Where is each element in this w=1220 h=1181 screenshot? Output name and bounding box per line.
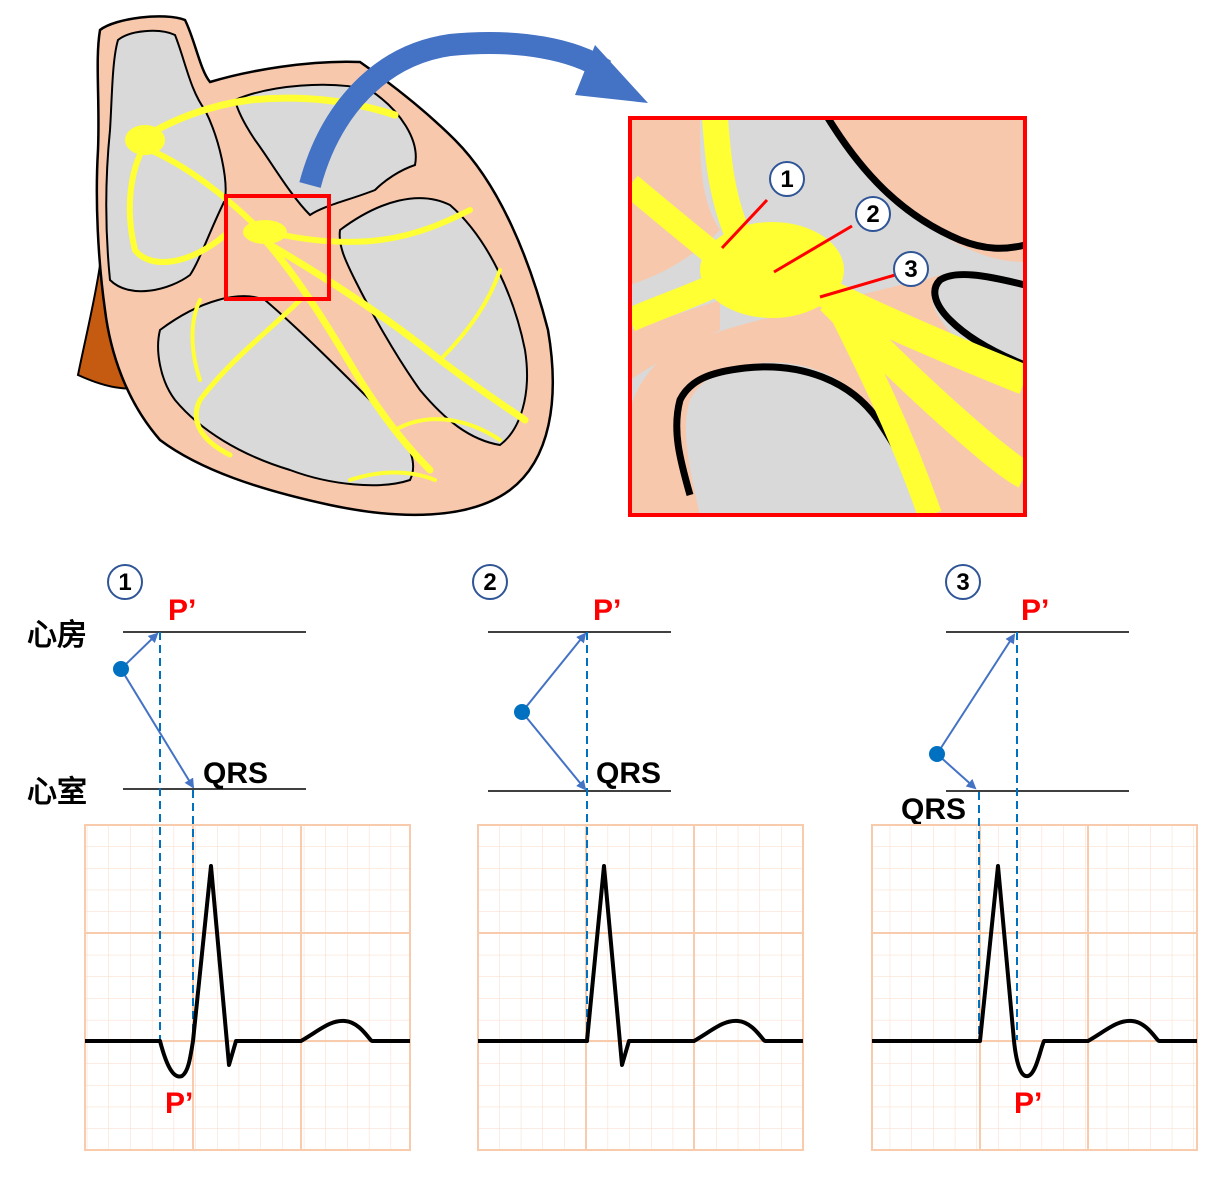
svg-text:3: 3 (956, 569, 969, 596)
panel-2-marker: 2 (472, 564, 508, 600)
svg-text:3: 3 (904, 256, 917, 283)
panel-1-marker: 1 (107, 564, 143, 600)
panel-2-origin-dot (514, 704, 530, 720)
sa-node (125, 125, 165, 155)
left-ventricle-chamber (338, 197, 528, 447)
panel-3-origin-dot (929, 746, 945, 762)
panel-1-qrs: QRS (203, 757, 268, 790)
svg-text:2: 2 (483, 569, 496, 596)
svg-text:1: 1 (780, 166, 793, 193)
ventricle-label: 心室 (27, 775, 87, 810)
zoom-arrow-icon (299, 32, 648, 188)
magnified-frame (628, 116, 1027, 517)
panel-1: 1 P’ QRS P’ (84, 564, 411, 1151)
panel-1-ecg-trace (85, 864, 410, 1079)
panel-2-ecg-paper (477, 824, 804, 1151)
av-node-highlight-box (224, 194, 331, 301)
site-marker-3: 3 (893, 251, 929, 287)
svg-text:1: 1 (118, 569, 131, 596)
panel-3-p-prime-retrograde: P’ (1014, 1087, 1042, 1120)
panel-2-p-prime: P’ (593, 594, 621, 627)
heart-illustration (76, 15, 554, 517)
panel-2-ecg-trace (478, 864, 803, 1067)
panel-3-ecg-trace (872, 864, 1197, 1079)
panel-2-qrs: QRS (596, 757, 661, 790)
panel-3-p-prime-atrial: P’ (1021, 594, 1049, 627)
site-marker-2: 2 (855, 196, 891, 232)
av-node (243, 220, 287, 244)
panel-2: 2 P’ QRS (472, 564, 804, 1151)
panel-1-p-prime-retrograde: P’ (165, 1087, 193, 1120)
conduction-system (126, 94, 529, 482)
svg-text:2: 2 (866, 201, 879, 228)
panel-3: 3 P’ QRS P’ (871, 564, 1198, 1151)
panel-1-p-prime-atrial: P’ (168, 594, 196, 627)
atrium-label: 心房 (27, 618, 87, 653)
panel-3-qrs: QRS (901, 793, 966, 826)
panel-3-ecg-paper (871, 824, 1198, 1151)
panel-3-marker: 3 (945, 564, 981, 600)
site-marker-1: 1 (769, 161, 805, 197)
av-node-magnified: 1 2 3 (628, 116, 1027, 517)
panel-1-ecg-paper (84, 824, 411, 1151)
panel-1-origin-dot (113, 661, 129, 677)
